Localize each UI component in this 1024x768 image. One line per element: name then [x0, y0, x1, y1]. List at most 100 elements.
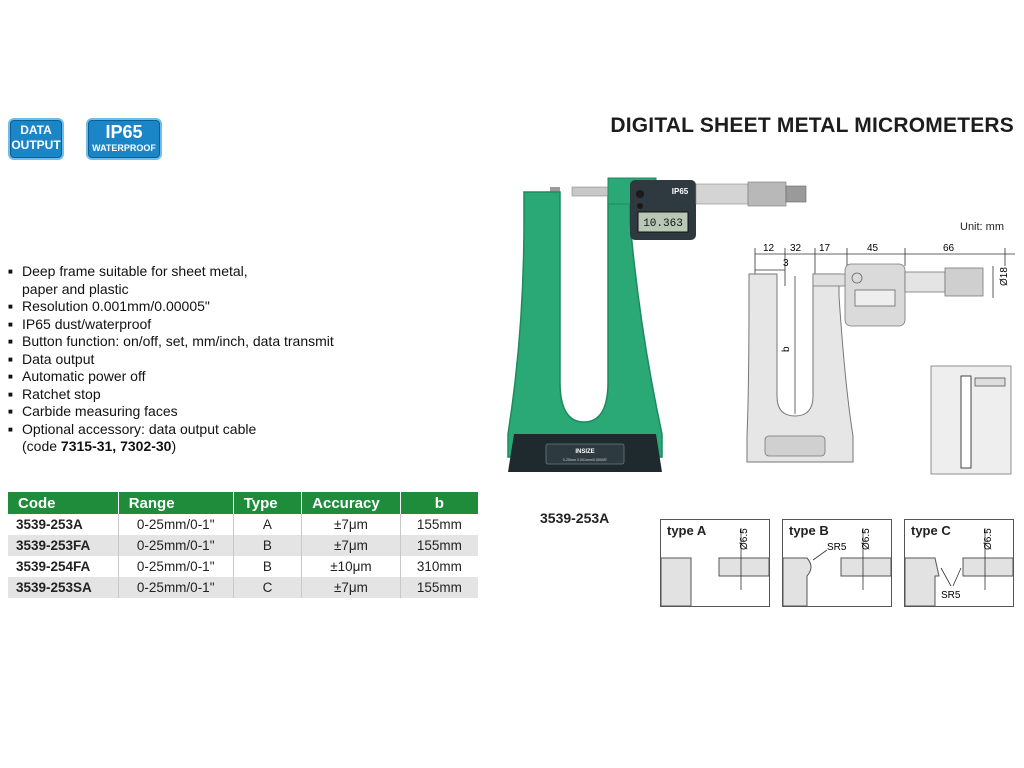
- feature-item: Optional accessory: data output cable: [8, 421, 408, 439]
- code-suffix: ): [171, 438, 177, 454]
- cell-type: B: [232, 556, 302, 577]
- dim-b: b: [781, 346, 792, 352]
- base-outline: [764, 435, 826, 457]
- frame-outline: [746, 273, 854, 463]
- lcd-screen: [637, 211, 689, 233]
- cell-accuracy: ±10μm: [301, 556, 401, 577]
- feature-item-cont: paper and plastic: [22, 280, 129, 297]
- page-title: DIGITAL SHEET METAL MICROMETERS: [610, 114, 1014, 137]
- cell-range: 0-25mm/0-1": [117, 535, 234, 556]
- dimension-drawing: 12 32 17 45 66 3 b Ø18: [746, 243, 1015, 475]
- table-row: 3539-254FA 0-25mm/0-1" B ±10μm 310mm: [8, 556, 478, 577]
- type-b-anvil: [783, 557, 812, 606]
- ratchet-stop: [785, 185, 807, 203]
- type-b-sr: SR5: [827, 542, 847, 553]
- cell-accuracy: ±7μm: [301, 577, 401, 598]
- table-row: 3539-253A 0-25mm/0-1" A ±7μm 155mm: [8, 514, 478, 535]
- waterproof-label: WATERPROOF: [92, 143, 156, 153]
- side-view-anvil: [960, 375, 972, 469]
- col-b: b: [399, 492, 478, 514]
- ip65-badge: IP65 WATERPROOF: [86, 118, 162, 160]
- button-outline-icon: [851, 272, 863, 284]
- feature-item: Automatic power off: [8, 368, 408, 386]
- feature-code-line: (code 7315-31, 7302-30): [8, 438, 408, 456]
- type-b-label: type B: [789, 523, 829, 538]
- table-row: 3539-253SA 0-25mm/0-1" C ±7μm 155mm: [8, 577, 478, 598]
- col-range: Range: [117, 492, 234, 514]
- feature-item: Data output: [8, 351, 408, 369]
- code-prefix: (code: [22, 438, 61, 454]
- type-a-dia: Ø6.5: [739, 528, 750, 550]
- thimble-outline: [944, 267, 984, 297]
- head-label: IP65: [672, 187, 689, 196]
- type-c-spindle: [962, 557, 1013, 577]
- barrel-outline: [904, 271, 946, 293]
- type-a-diagram: Ø6.5: [661, 528, 769, 606]
- type-c-box: type C SR5 Ø6.5: [904, 519, 1014, 607]
- col-code: Code: [8, 492, 119, 514]
- type-c-label: type C: [911, 523, 951, 538]
- ip65-label: IP65: [105, 122, 143, 142]
- cell-code: 3539-253SA: [8, 577, 119, 598]
- type-c-sr: SR5: [941, 590, 961, 601]
- badge-line-1: DATA: [20, 123, 52, 137]
- micrometer-photo: INSIZE 0-25mm 0.001mm/0.00005" IP65 10.3…: [507, 177, 807, 472]
- feature-item: IP65 dust/waterproof: [8, 316, 408, 334]
- cell-accuracy: ±7μm: [301, 535, 401, 556]
- frame: [507, 191, 663, 458]
- dim-32: 32: [790, 243, 802, 254]
- spindle: [571, 186, 611, 197]
- product-caption: 3539-253A: [540, 510, 610, 526]
- spec-table: Code Range Type Accuracy b 3539-253A 0-2…: [8, 492, 478, 598]
- type-c-anvil: [905, 557, 940, 606]
- feature-item: Carbide measuring faces: [8, 403, 408, 421]
- table-row: 3539-253FA 0-25mm/0-1" B ±7μm 155mm: [8, 535, 478, 556]
- cell-b: 155mm: [399, 535, 478, 556]
- dim-dia18: Ø18: [999, 267, 1010, 286]
- type-a-box: type A Ø6.5: [660, 519, 770, 607]
- type-c-dia: Ø6.5: [983, 528, 994, 550]
- brand-plate: [545, 443, 625, 465]
- barrel: [695, 183, 749, 205]
- dim-66: 66: [943, 243, 955, 254]
- cell-range: 0-25mm/0-1": [117, 556, 234, 577]
- dim-12: 12: [763, 243, 775, 254]
- cell-b: 155mm: [399, 577, 478, 598]
- feature-item: Deep frame suitable for sheet metal,: [8, 263, 408, 281]
- feature-item: Ratchet stop: [8, 386, 408, 404]
- button-icon: [637, 203, 643, 209]
- type-a-label: type A: [667, 523, 707, 538]
- type-c-diagram: SR5 Ø6.5: [905, 528, 1013, 606]
- cell-type: A: [232, 514, 302, 535]
- lcd-reading: 10.363: [643, 218, 683, 230]
- type-b-spindle: [840, 557, 891, 577]
- dim-17: 17: [819, 243, 831, 254]
- cell-b: 155mm: [399, 514, 478, 535]
- badge-line-2: OUTPUT: [11, 138, 61, 152]
- brand-text: INSIZE: [575, 449, 594, 455]
- side-view-spindle: [974, 377, 1006, 387]
- dim-45: 45: [867, 243, 879, 254]
- dim-3: 3: [783, 258, 789, 269]
- accessory-codes: 7315-31, 7302-30: [60, 438, 172, 454]
- cell-b: 310mm: [399, 556, 478, 577]
- cell-range: 0-25mm/0-1": [117, 577, 234, 598]
- cell-code: 3539-253A: [16, 517, 83, 532]
- spindle-outline: [812, 273, 848, 287]
- feature-item: Button function: on/off, set, mm/inch, d…: [8, 333, 408, 351]
- type-a-spindle: [718, 557, 769, 577]
- cell-code: 3539-253FA: [8, 535, 119, 556]
- type-b-dia: Ø6.5: [861, 528, 872, 550]
- cell-type: C: [232, 577, 302, 598]
- feature-item: Resolution 0.001mm/0.00005": [8, 298, 408, 316]
- cell-code: 3539-254FA: [16, 559, 91, 574]
- table-header-row: Code Range Type Accuracy b: [8, 492, 478, 514]
- type-a-anvil: [661, 557, 692, 606]
- cell-type: B: [232, 535, 302, 556]
- cell-accuracy: ±7μm: [301, 514, 401, 535]
- cell-range: 0-25mm/0-1": [117, 514, 234, 535]
- col-accuracy: Accuracy: [301, 492, 401, 514]
- plate-text: 0-25mm 0.001mm/0.00005": [563, 458, 608, 462]
- feature-list: Deep frame suitable for sheet metal, pap…: [8, 263, 408, 456]
- type-b-box: type B SR5 Ø6.5: [782, 519, 892, 607]
